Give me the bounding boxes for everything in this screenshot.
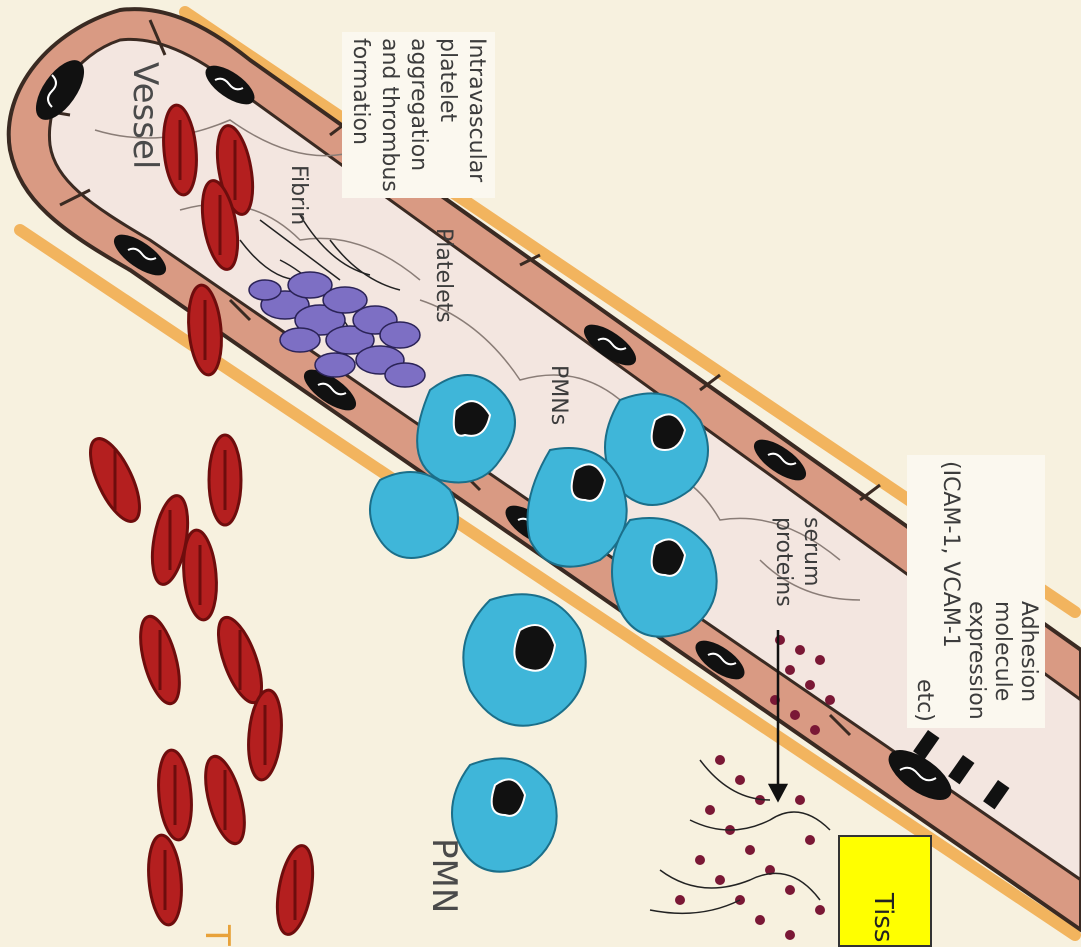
platelets-label: Platelets — [431, 228, 455, 323]
tissue-box: Tiss — [838, 835, 932, 947]
intravascular-line-4: and thrombus — [375, 38, 404, 192]
serum-proteins-label: serum proteins — [769, 517, 825, 607]
intravascular-line-3: aggregation — [404, 38, 433, 192]
tissue-box-label: Tiss — [868, 893, 898, 942]
serum-line-2: proteins — [769, 517, 797, 607]
fibrin-label: Fibrin — [286, 165, 310, 225]
intravascular-line-5: formation — [346, 38, 375, 192]
adhesion-line-1: Adhesion — [1015, 461, 1041, 722]
intravascular-label: Intravascular platelet aggregation and t… — [342, 32, 495, 198]
vessel-label: Vessel — [127, 62, 163, 169]
adhesion-line-3: expression — [963, 461, 989, 722]
adhesion-line-5: etc) — [911, 461, 937, 722]
pmns-label: PMNs — [546, 365, 570, 425]
adhesion-label: Adhesion molecule expression (ICAM-1, VC… — [907, 455, 1045, 728]
adhesion-line-4: (ICAM-1, VCAM-1 — [937, 461, 963, 722]
intravascular-line-1: Intravascular — [462, 38, 491, 192]
adhesion-line-2: molecule — [989, 461, 1015, 722]
pmn-tissue-label: PMN — [426, 838, 462, 913]
intravascular-line-2: platelet — [433, 38, 462, 192]
serum-line-1: serum — [797, 517, 825, 607]
